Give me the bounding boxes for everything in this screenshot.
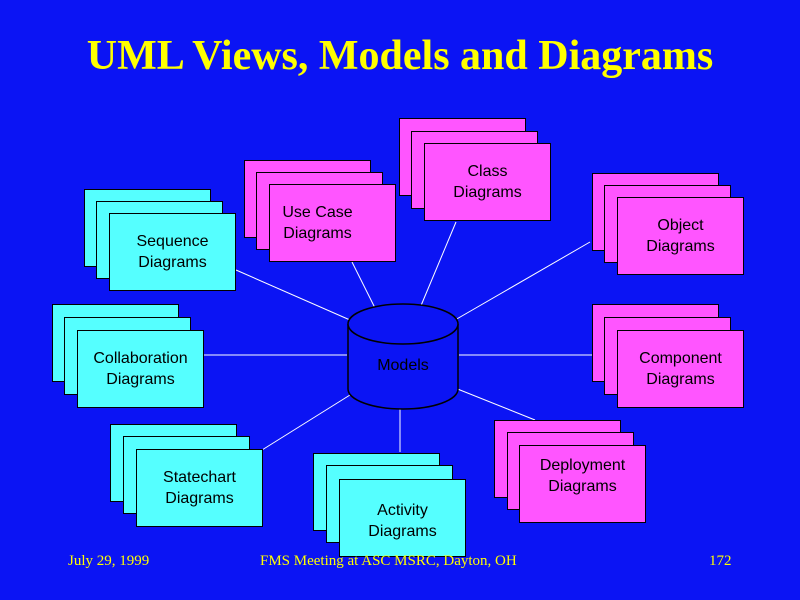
node-object-line2: Diagrams [646,238,715,255]
node-sequence-line1: Sequence [136,233,209,250]
node-activity-line1: Activity [377,502,428,519]
footer-date: July 29, 1999 [68,553,150,569]
connector-sequence [235,269,351,321]
models-database-icon [347,303,459,410]
models-label: Models [377,357,429,374]
connector-use-case [351,261,376,309]
node-statechart-line2: Diagrams [165,490,234,507]
connector-object [454,241,591,321]
node-deployment-line1: Deployment [539,457,626,474]
node-class-line1: Class [467,163,508,180]
node-collaboration-line1: Collaboration [93,350,188,367]
node-collaboration-line2: Diagrams [106,371,175,388]
node-statechart-line1: Statechart [163,469,236,486]
node-class-line2: Diagrams [453,184,522,201]
footer-page-number: 172 [709,553,732,569]
connector-statechart [261,394,351,451]
footer-event: FMS Meeting at ASC MSRC, Dayton, OH [260,553,517,569]
node-object-line1: Object [657,217,704,234]
node-activity-line2: Diagrams [368,523,437,540]
connector-deployment [454,387,536,421]
node-component-line2: Diagrams [646,371,715,388]
slide-title: UML Views, Models and Diagrams [86,33,714,79]
node-use-case-line2: Diagrams [283,225,352,242]
node-sequence-line2: Diagrams [138,254,207,271]
node-deployment-line2: Diagrams [548,478,617,495]
node-use-case-line1: Use Case [282,204,353,221]
connector-class [419,221,457,309]
node-component-line1: Component [639,350,722,367]
